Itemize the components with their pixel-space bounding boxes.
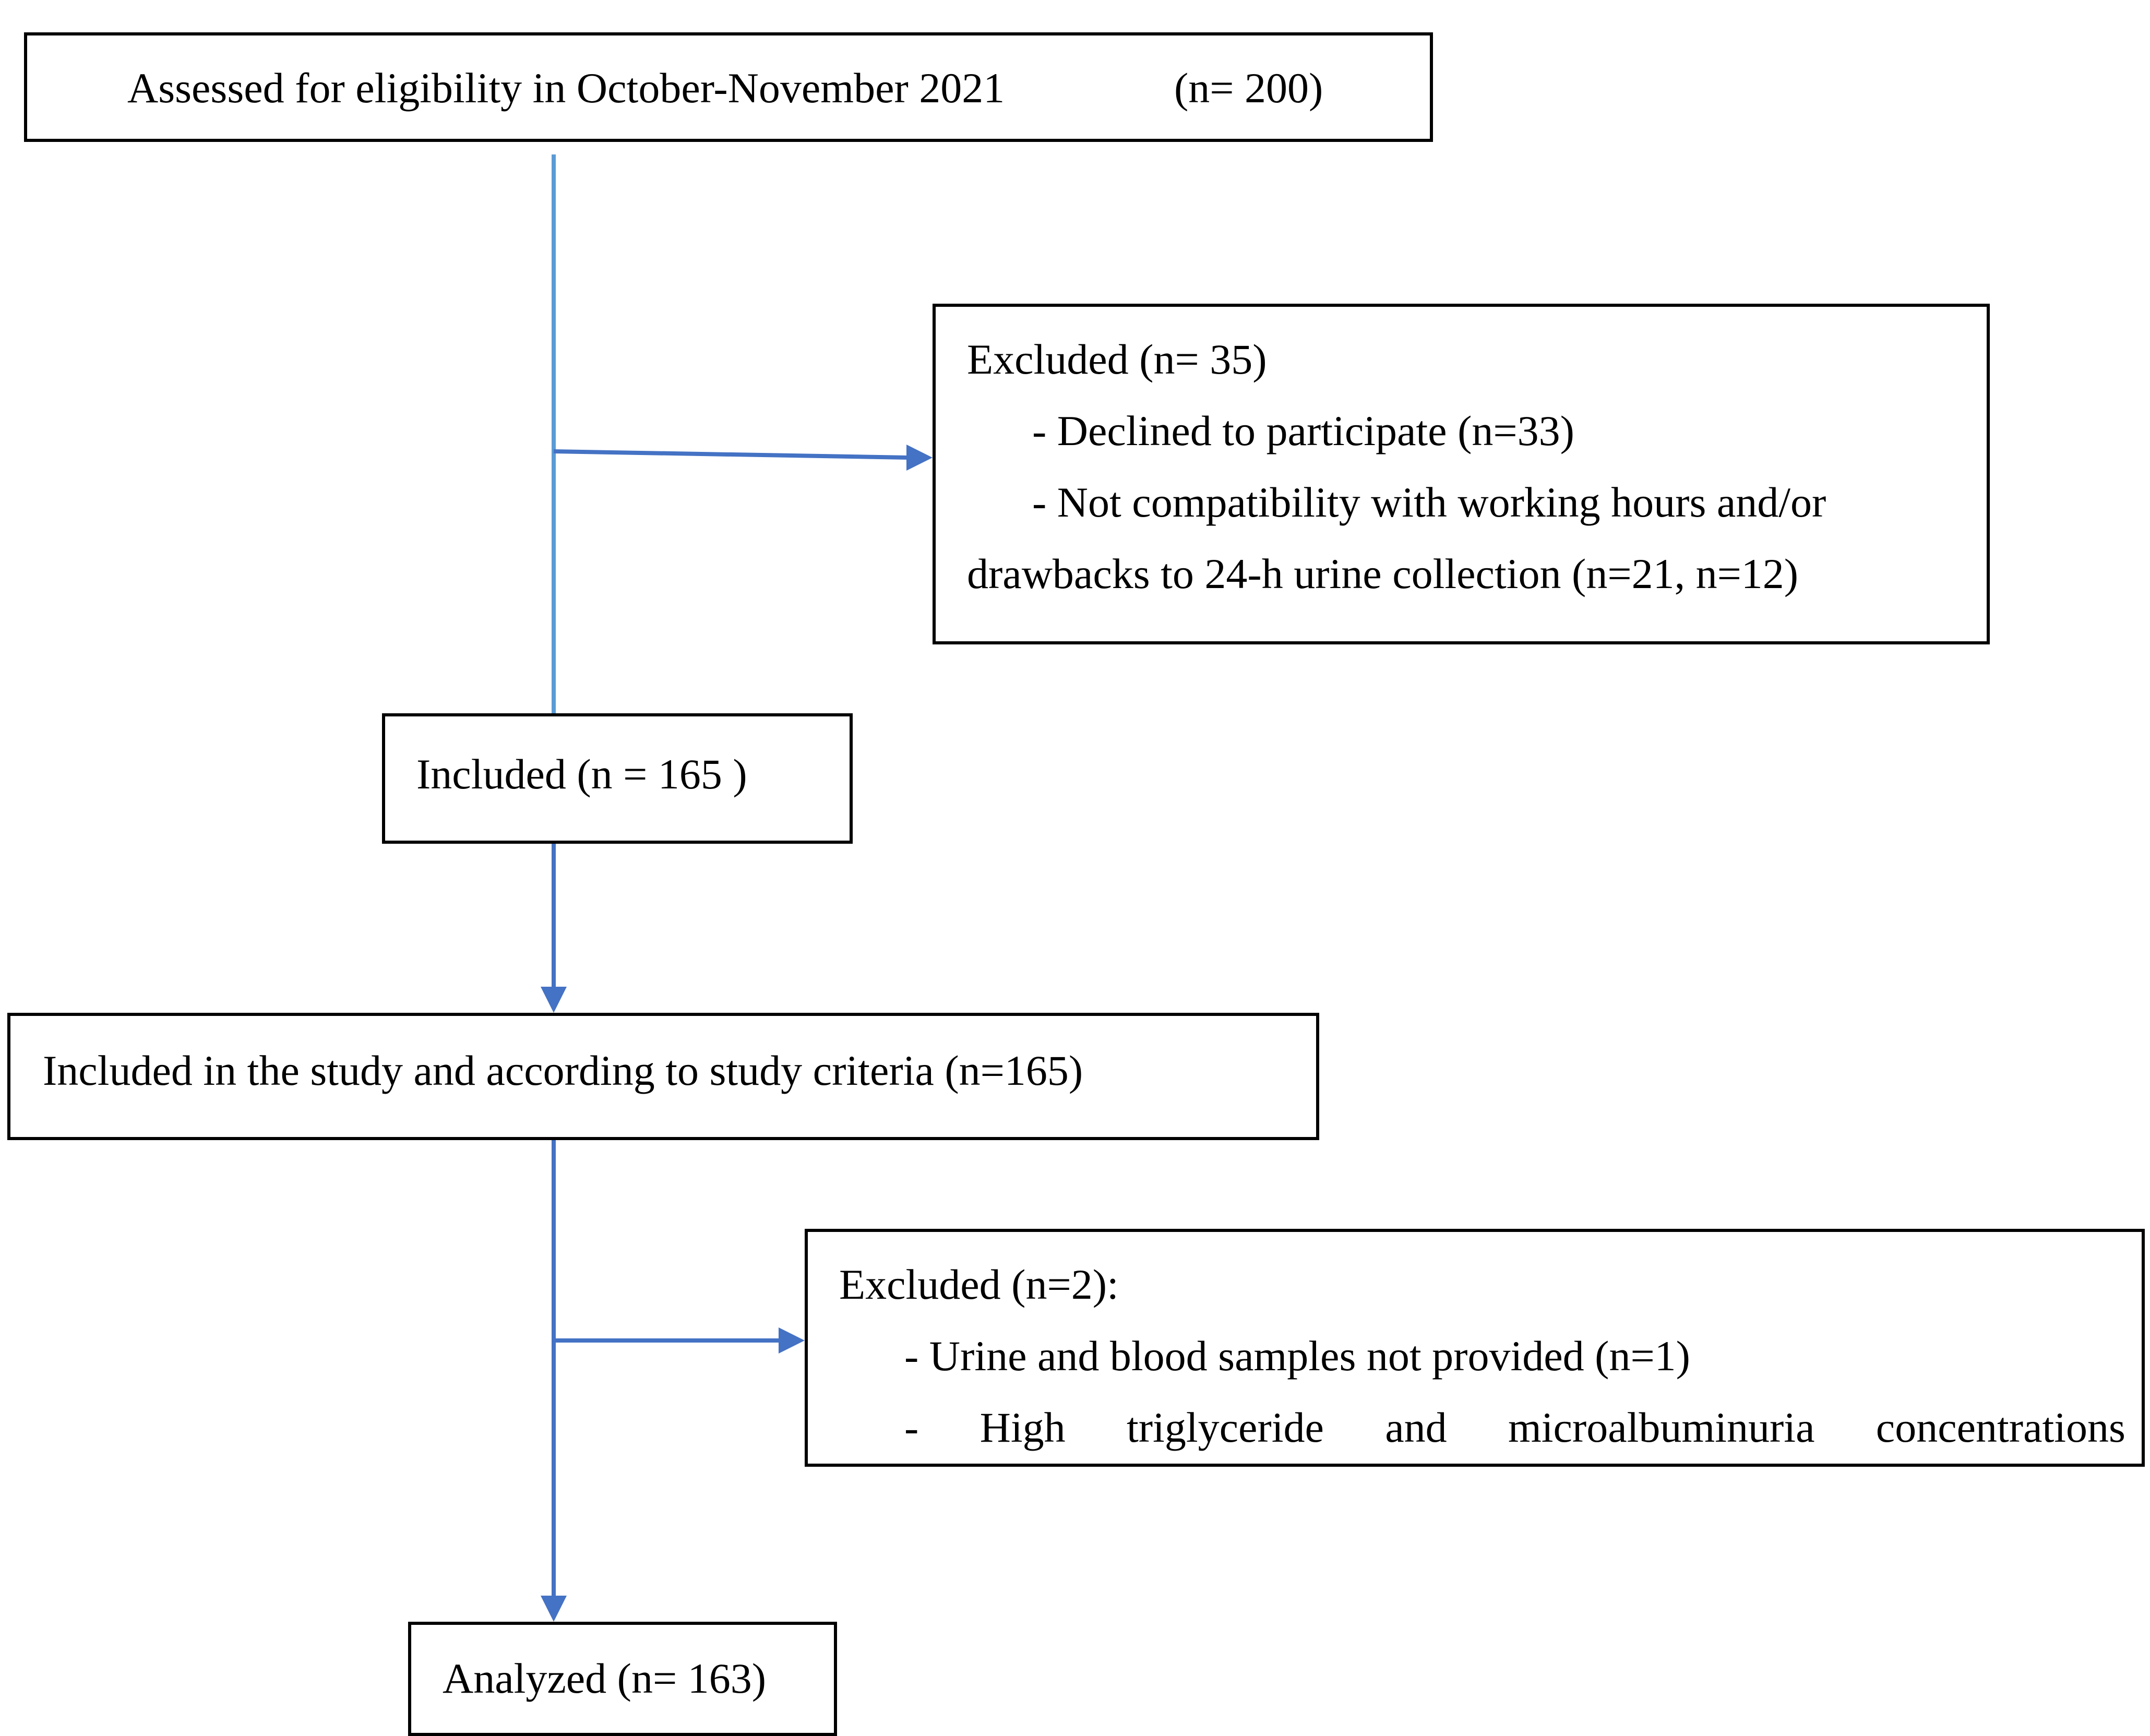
triglyceride-word-microalbuminuria: microalbuminuria bbox=[1508, 1404, 1815, 1451]
assessed-count: (n= 200) bbox=[1174, 64, 1323, 112]
arrowhead-analyzed bbox=[541, 1596, 567, 1622]
connector-to-excluded-first bbox=[553, 449, 910, 460]
excluded-first-box: Excluded (n= 35) - Declined to participa… bbox=[933, 304, 1990, 644]
arrowhead-included-study bbox=[541, 987, 567, 1013]
included-study-box: Included in the study and according to s… bbox=[7, 1013, 1319, 1140]
excluded-second-reason-triglyceride: - High triglyceride and microalbuminuria… bbox=[904, 1406, 2125, 1449]
triglyceride-word-and: and bbox=[1385, 1404, 1447, 1451]
excluded-second-title: Excluded (n=2): bbox=[839, 1261, 1119, 1308]
triglyceride-word-high: High bbox=[980, 1404, 1066, 1451]
excluded-first-reason-urine: drawbacks to 24-h urine collection (n=21… bbox=[967, 550, 1799, 597]
arrowhead-excluded-second bbox=[779, 1327, 805, 1354]
triglyceride-word-concentrations: concentrations bbox=[1876, 1404, 2125, 1451]
arrowhead-excluded-first bbox=[906, 445, 933, 471]
included-study-label: Included in the study and according to s… bbox=[43, 1047, 1083, 1094]
included-label: Included (n = 165 ) bbox=[416, 750, 747, 798]
excluded-first-reason-working-hours: - Not compatibility with working hours a… bbox=[1032, 478, 1826, 526]
triglyceride-word-dash: - bbox=[904, 1404, 919, 1451]
analyzed-box: Analyzed (n= 163) bbox=[408, 1622, 837, 1736]
excluded-second-box: Excluded (n=2): - Urine and blood sample… bbox=[805, 1229, 2145, 1467]
included-box: Included (n = 165 ) bbox=[382, 713, 853, 844]
excluded-first-title: Excluded (n= 35) bbox=[967, 336, 1267, 383]
assessed-label: Assessed for eligibility in October-Nove… bbox=[127, 64, 1005, 112]
excluded-first-reason-declined: - Declined to participate (n=33) bbox=[1032, 407, 1574, 454]
analyzed-label: Analyzed (n= 163) bbox=[443, 1655, 767, 1702]
triglyceride-word-triglyceride: triglyceride bbox=[1126, 1404, 1324, 1451]
assessed-eligibility-box: Assessed for eligibility in October-Nove… bbox=[24, 32, 1433, 142]
excluded-second-reason-samples: - Urine and blood samples not provided (… bbox=[904, 1332, 1690, 1380]
